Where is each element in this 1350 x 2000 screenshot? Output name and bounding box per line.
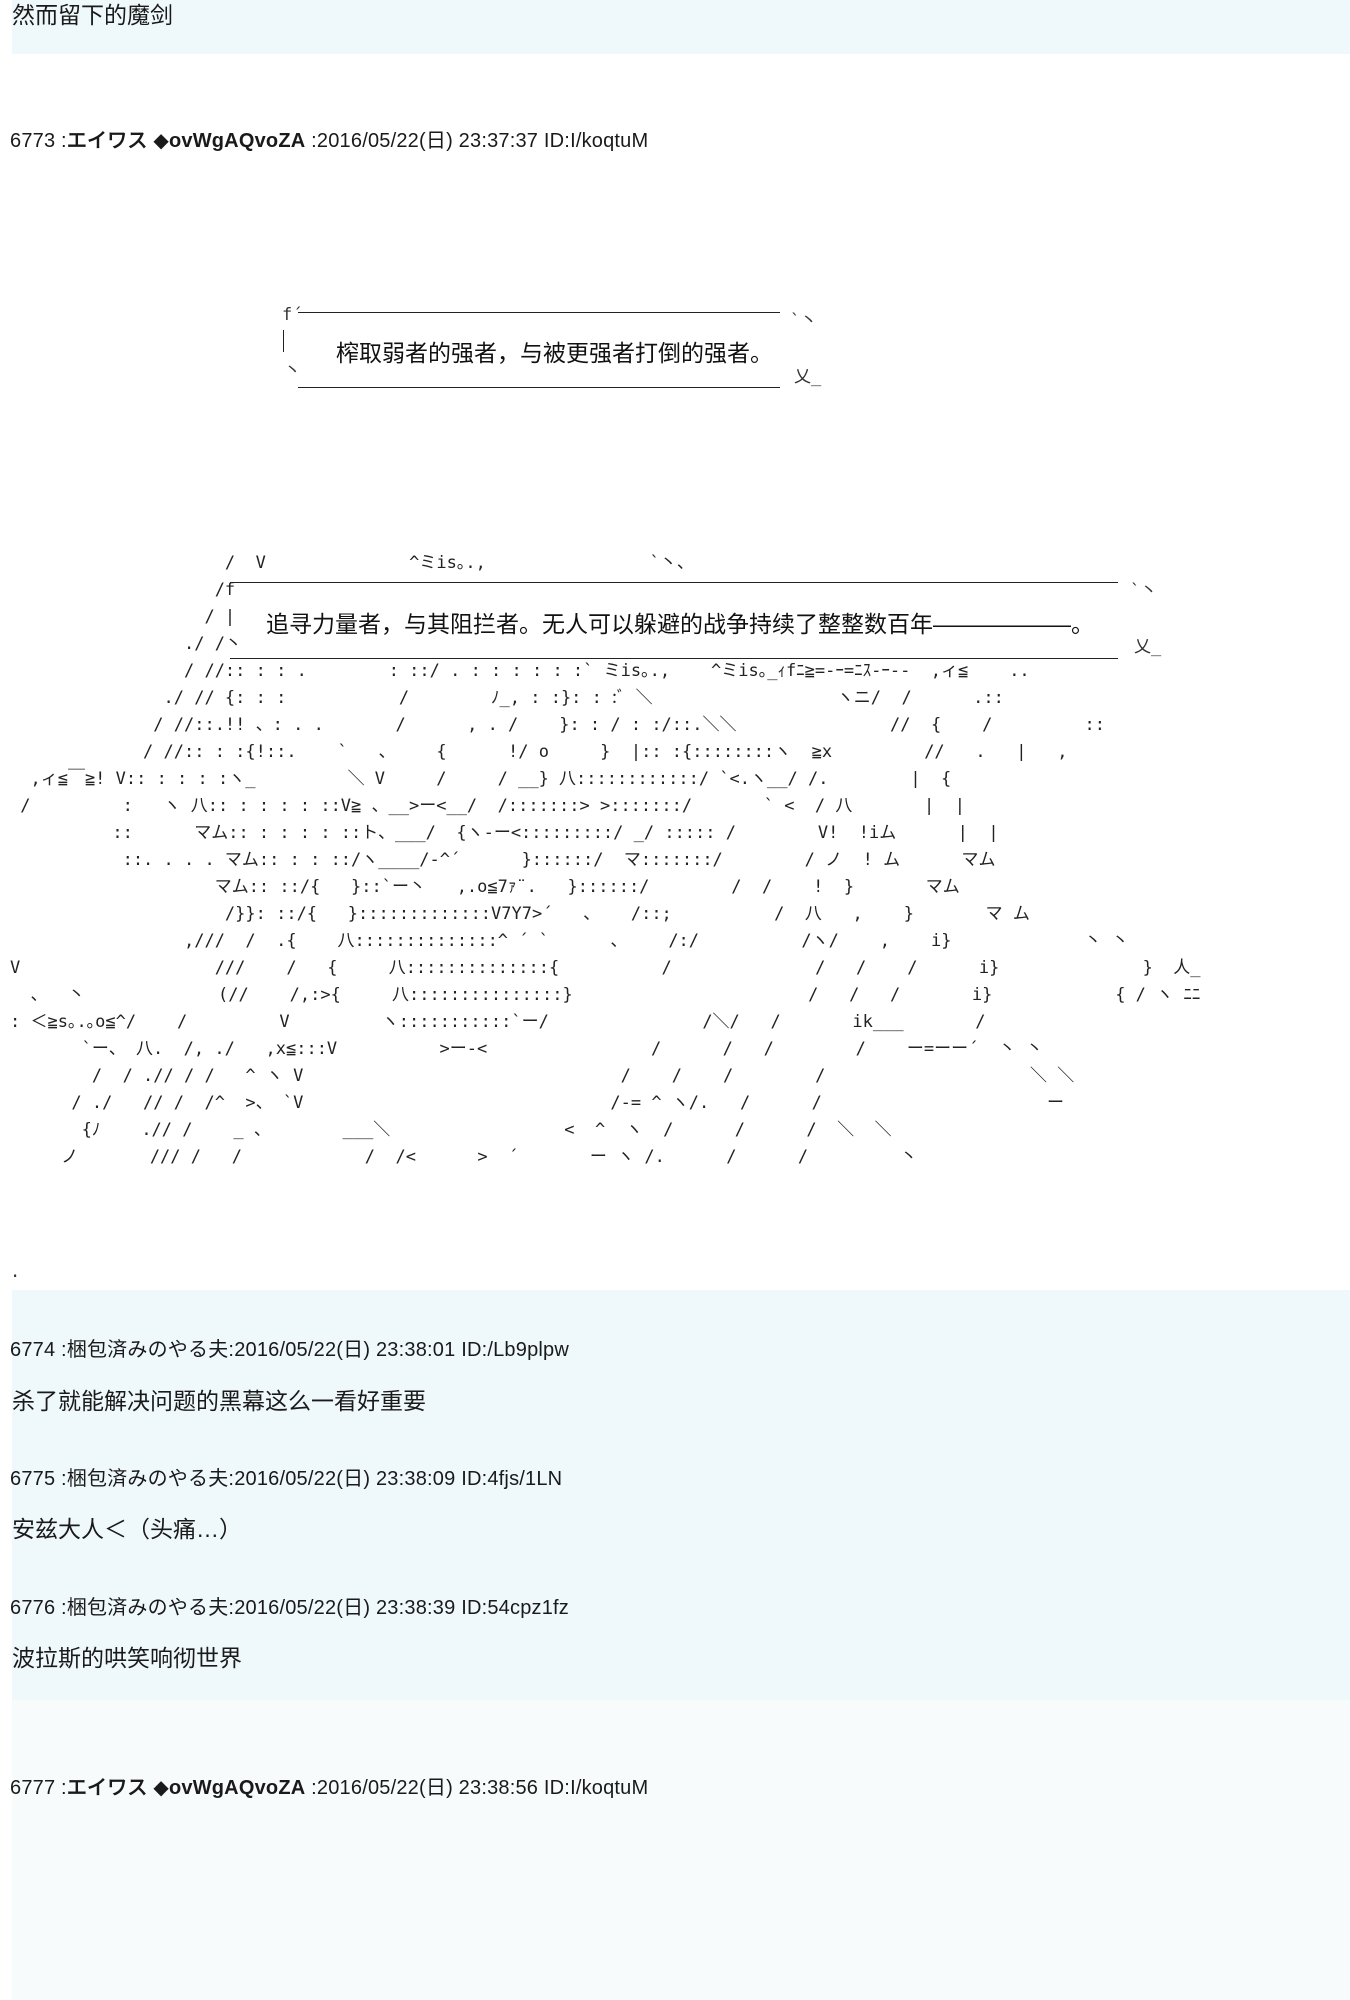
post-date: 2016/05/22(日) 23:37:37 — [316, 130, 539, 152]
post-date: 2016/05/22(日) 23:38:09 — [234, 1468, 456, 1490]
post-number[interactable]: 6777 — [10, 1777, 56, 1799]
post-header-6773: 6773 :エイワス ◆ovWgAQvoZA :2016/05/22(日) 23… — [10, 130, 649, 152]
bubble-2-text: 追寻力量者，与其阻拦者。无人可以躲避的战争持续了整整数百年——————。 — [266, 611, 1094, 637]
poster-name: 梱包済みのやる夫 — [66, 1339, 229, 1361]
previous-post-body: 然而留下的魔剑 — [12, 2, 173, 28]
post-date: 2016/05/22(日) 23:38:39 — [234, 1597, 456, 1619]
poster-id[interactable]: ID:/Lb9plpw — [461, 1339, 570, 1361]
post-number[interactable]: 6774 — [10, 1339, 56, 1361]
poster-id[interactable]: ID:I/koqtuM — [543, 1777, 649, 1799]
poster-name: エイワス ◆ovWgAQvoZA — [66, 130, 306, 152]
ascii-art-figure: / V ^ミis｡., `丶、 /f / | ./ /丶 / //:: : : … — [10, 553, 1201, 1167]
post-header-6776: 6776 :梱包済みのやる夫:2016/05/22(日) 23:38:39 ID… — [10, 1597, 569, 1619]
poster-name: 梱包済みのやる夫 — [66, 1597, 229, 1619]
post-number[interactable]: 6776 — [10, 1597, 56, 1619]
post-header-6777: 6777 :エイワス ◆ovWgAQvoZA :2016/05/22(日) 23… — [10, 1777, 649, 1799]
post-date: 2016/05/22(日) 23:38:56 — [316, 1777, 539, 1799]
post-header-6774: 6774 :梱包済みのやる夫:2016/05/22(日) 23:38:01 ID… — [10, 1339, 570, 1361]
replies-band — [12, 1290, 1350, 1700]
poster-name: 梱包済みのやる夫 — [66, 1468, 229, 1490]
post-body-6775: 安兹大人＜（头痛…） — [12, 1516, 242, 1542]
previous-post-band — [12, 0, 1350, 54]
poster-id[interactable]: ID:54cpz1fz — [461, 1597, 569, 1619]
post-header-6775: 6775 :梱包済みのやる夫:2016/05/22(日) 23:38:09 ID… — [10, 1468, 563, 1490]
post-body-6776: 波拉斯的哄笑响彻世界 — [12, 1645, 242, 1671]
post-body-6774: 杀了就能解决问题的黑幕这么一看好重要 — [12, 1388, 426, 1414]
post-date: 2016/05/22(日) 23:38:01 — [234, 1339, 456, 1361]
poster-id[interactable]: ID:4fjs/1LN — [461, 1468, 563, 1490]
poster-name: エイワス ◆ovWgAQvoZA — [66, 1777, 306, 1799]
separator-dot: . — [10, 1262, 21, 1282]
bubble-1-text: 榨取弱者的强者，与被更强者打倒的强者。 — [336, 340, 773, 366]
poster-id[interactable]: ID:I/koqtuM — [543, 130, 649, 152]
post-number[interactable]: 6773 — [10, 130, 56, 152]
post-number[interactable]: 6775 — [10, 1468, 56, 1490]
post-6777-area — [12, 1700, 1350, 2000]
